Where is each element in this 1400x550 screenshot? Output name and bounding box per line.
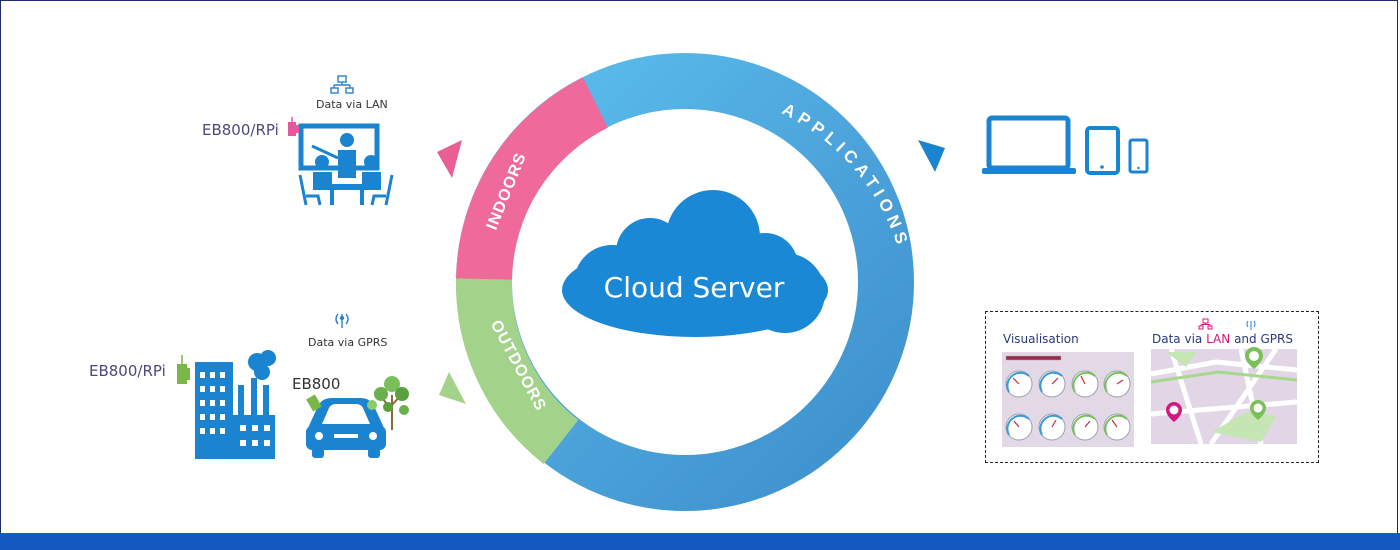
factory-windows bbox=[200, 372, 270, 446]
lan-mini-icon bbox=[1198, 318, 1213, 330]
phone-icon bbox=[1128, 138, 1149, 174]
gprs-caption: Data via GPRS bbox=[308, 336, 388, 349]
ring-indoors-segment bbox=[456, 77, 609, 281]
diagram-frame bbox=[0, 0, 1398, 533]
arrow-indoors-icon bbox=[437, 140, 462, 178]
applications-preview-box: Visualisation Data via LAN and GPRS bbox=[985, 311, 1319, 463]
arrow-applications-icon bbox=[918, 140, 945, 172]
factory-building-icon bbox=[195, 350, 276, 459]
visualisation-title: Visualisation bbox=[1003, 332, 1079, 346]
eb800-device-car-icon bbox=[306, 394, 322, 412]
cloud-server-label: Cloud Server bbox=[604, 271, 785, 304]
tablet-icon bbox=[1085, 126, 1120, 175]
laptop-icon bbox=[982, 115, 1076, 174]
eb800-device-building-icon bbox=[177, 355, 190, 384]
lan-caption: Data via LAN bbox=[316, 98, 388, 111]
applications-preview-graphics bbox=[1002, 318, 1298, 447]
car-windows bbox=[315, 404, 377, 440]
map-panel-title: Data via LAN and GPRS bbox=[1152, 332, 1293, 346]
gprs-antenna-icon bbox=[335, 313, 349, 328]
eb800-device-indoor-icon bbox=[288, 117, 299, 136]
tree-icon bbox=[367, 376, 409, 430]
diagram-canvas: INDOORS OUTDOORS APPLICATIONS Cloud Serv… bbox=[177, 53, 1149, 511]
building-device-label: EB800/RPi bbox=[89, 362, 166, 380]
gprs-mini-icon bbox=[1246, 320, 1256, 330]
ring-outdoors-segment bbox=[455, 278, 579, 465]
indoor-device-label: EB800/RPi bbox=[202, 121, 279, 139]
map-panel bbox=[1150, 347, 1298, 446]
gauge-dashboard-panel bbox=[1002, 352, 1134, 447]
bottom-bar bbox=[0, 533, 1400, 550]
classroom-icon bbox=[298, 123, 394, 206]
lan-network-icon bbox=[330, 75, 354, 94]
car-device-label: EB800 bbox=[292, 375, 341, 393]
cloud-icon bbox=[562, 190, 828, 337]
arrow-outdoors-icon bbox=[439, 372, 466, 404]
